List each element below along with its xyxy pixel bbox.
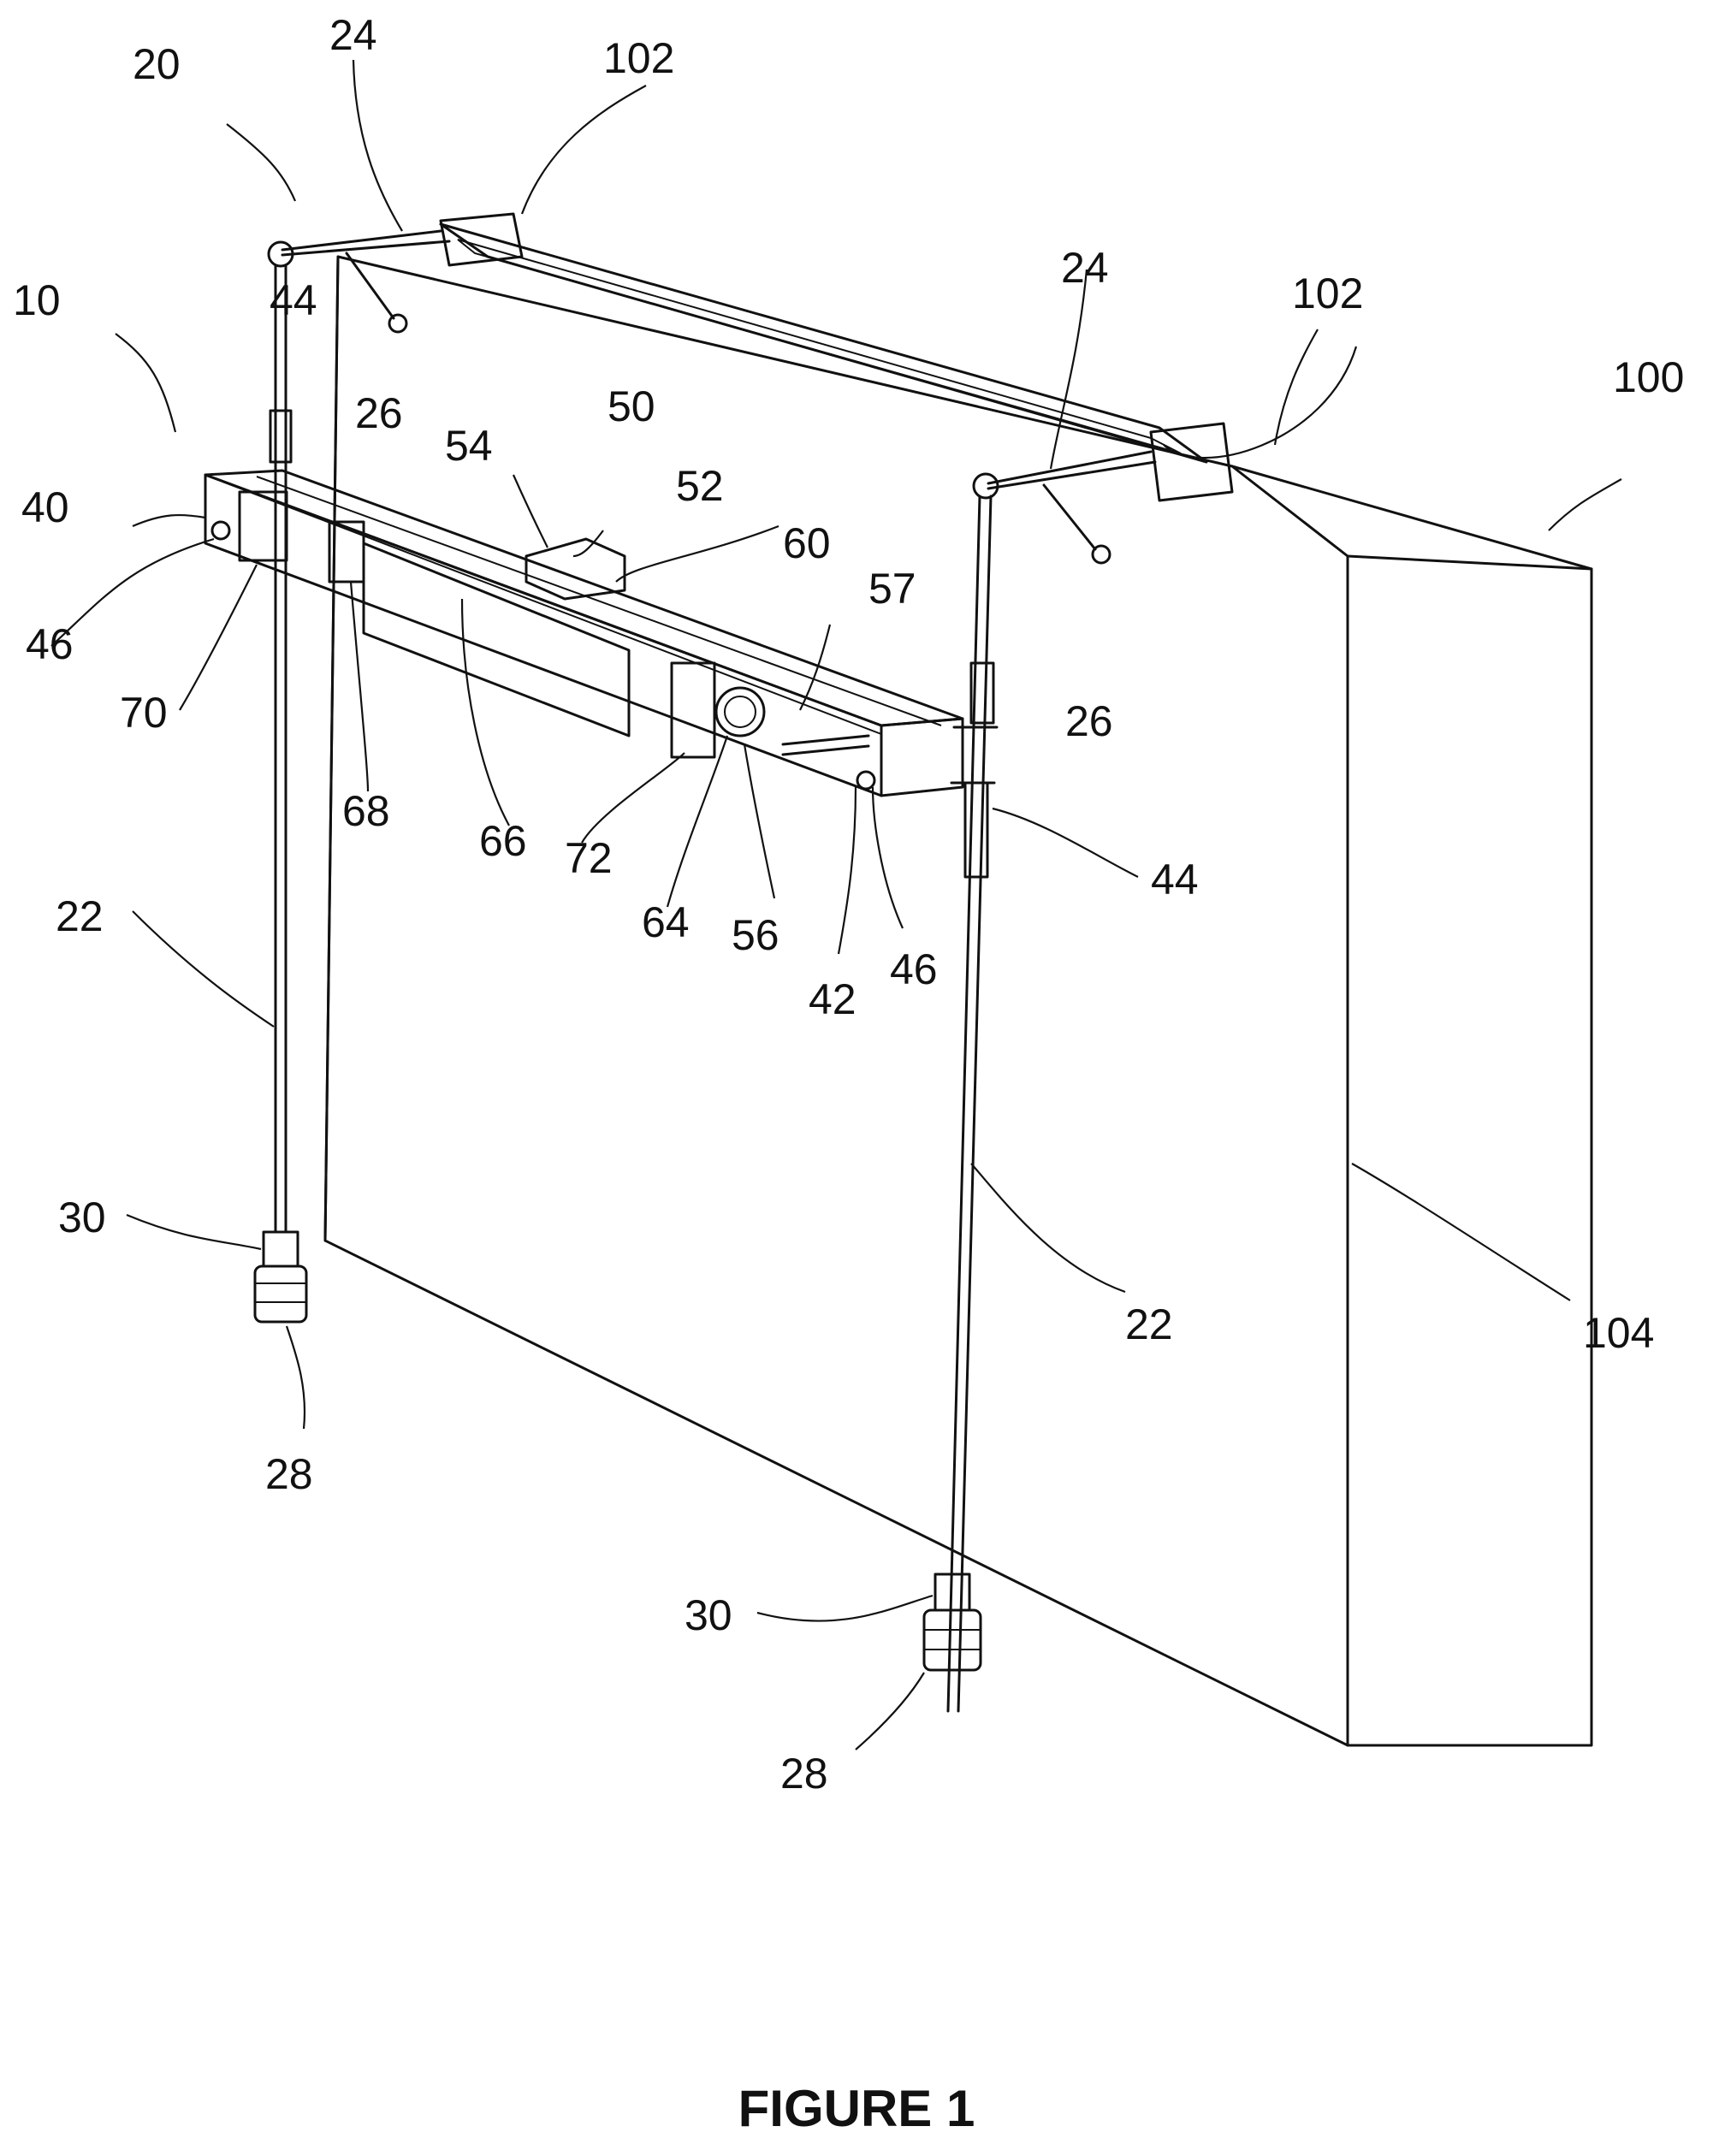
pulley-right — [857, 772, 874, 789]
reference-labels: 20 24 102 10 44 26 24 102 100 40 54 50 5… — [13, 11, 1684, 1798]
label-72: 72 — [565, 834, 613, 882]
label-100: 100 — [1613, 353, 1684, 401]
label-40: 40 — [21, 483, 69, 531]
label-52: 52 — [676, 462, 724, 510]
label-24-left: 24 — [329, 11, 377, 59]
label-26-right: 26 — [1065, 697, 1113, 745]
label-50: 50 — [608, 382, 655, 430]
label-20: 20 — [133, 40, 181, 88]
end-cap-right — [1151, 424, 1232, 500]
carriage-housing — [205, 471, 963, 796]
label-104: 104 — [1583, 1309, 1654, 1357]
label-46-right: 46 — [890, 945, 938, 993]
label-44-left: 44 — [270, 276, 317, 324]
label-42: 42 — [809, 975, 856, 1023]
label-60: 60 — [783, 519, 831, 567]
figure-caption: FIGURE 1 — [0, 2079, 1713, 2138]
sleeve-left — [270, 411, 291, 462]
label-102-right: 102 — [1292, 270, 1363, 317]
label-10: 10 — [13, 276, 61, 324]
label-22-right: 22 — [1125, 1300, 1173, 1348]
label-46-left: 46 — [26, 620, 74, 668]
hooks — [347, 253, 1110, 563]
label-22-left: 22 — [56, 892, 104, 940]
label-68: 68 — [342, 787, 390, 835]
label-66: 66 — [479, 817, 527, 865]
counterweights — [255, 1232, 981, 1670]
top-rail — [441, 214, 1232, 500]
label-28-right: 28 — [780, 1750, 828, 1798]
knob-64 — [716, 688, 764, 736]
label-64: 64 — [642, 898, 690, 946]
label-24-right: 24 — [1061, 244, 1109, 292]
label-44-right: 44 — [1151, 856, 1199, 903]
label-30-right: 30 — [685, 1591, 732, 1639]
label-56: 56 — [732, 911, 779, 959]
vertical-rods — [270, 265, 997, 1711]
pulley-left — [212, 522, 229, 539]
end-cap-left — [441, 214, 522, 265]
label-28-left: 28 — [265, 1450, 313, 1498]
label-30-left: 30 — [58, 1194, 106, 1241]
label-70: 70 — [120, 689, 168, 737]
motor-housing-66 — [364, 543, 629, 736]
label-102-left: 102 — [603, 34, 674, 82]
sleeve-right-lower — [965, 783, 987, 877]
label-57: 57 — [868, 565, 916, 613]
controller-72 — [672, 663, 714, 757]
label-54: 54 — [445, 422, 493, 470]
label-26-left: 26 — [355, 389, 403, 437]
